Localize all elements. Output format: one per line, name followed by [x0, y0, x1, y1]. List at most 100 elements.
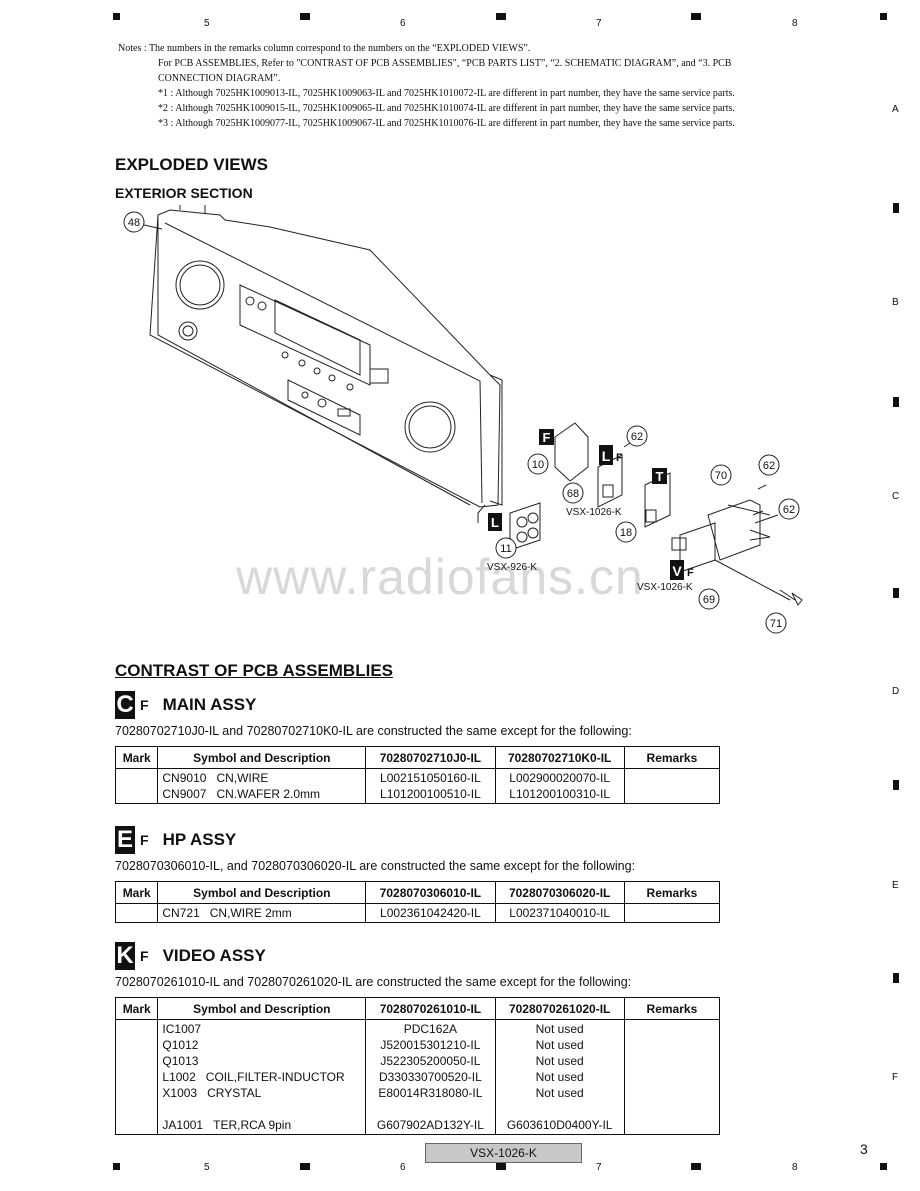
part-number: L002900020070-IL [509, 771, 611, 785]
col-remarks: Remarks [623, 746, 721, 769]
contrast-title: CONTRAST OF PCB ASSEMBLIES [115, 661, 393, 680]
row-letter: B [892, 297, 899, 308]
exploded-diagram: 48 10 62 68 70 62 62 18 11 69 71 F L F T… [123, 205, 803, 634]
badge-f: F [543, 430, 551, 445]
description: CRYSTAL [207, 1086, 262, 1100]
symbol: IC1007 [162, 1022, 202, 1036]
callout-71: 71 [770, 618, 782, 630]
grid-mark [893, 780, 899, 790]
watermark: www.radiofans.cn [236, 549, 644, 605]
grid-mark [691, 1163, 701, 1170]
symbol: L1002 [162, 1070, 196, 1084]
grid-mark [496, 1163, 506, 1170]
callout-62: 62 [763, 460, 775, 472]
symbol: JA1001 [162, 1118, 204, 1132]
left-knob [175, 260, 225, 310]
assy-f-mark: F [140, 697, 149, 713]
column-number: 7 [596, 18, 602, 29]
main-assy-table: Mark Symbol and Description 70280702710J… [114, 746, 721, 804]
notes-line: For PCB ASSEMBLIES, Refer to "CONTRAST O… [158, 58, 732, 69]
board-lf [597, 454, 623, 508]
video-assy-sentence: 7028070261010-IL and 7028070261020-IL ar… [115, 975, 632, 989]
row-letter: D [892, 686, 900, 697]
table-row: CN9010 CN,WIRE CN9007 CN.WAFER 2.0mm L00… [114, 768, 721, 804]
table-row: CN721 CN,WIRE 2mm L002361042420-IL L0023… [114, 903, 721, 923]
board-l [509, 502, 541, 551]
hp-assy-header: E F HP ASSY [115, 825, 236, 855]
callout-62: 62 [783, 504, 795, 516]
grid-mark [300, 13, 310, 20]
column-number: 6 [400, 1162, 406, 1173]
grid-mark [880, 1163, 887, 1170]
col-part-b: 7028070306020-IL [494, 881, 625, 904]
notes-line: *1 : Although 7025HK1009013-IL, 7025HK10… [158, 88, 735, 99]
column-number: 6 [400, 18, 406, 29]
part-number: G603610D0400Y-IL [506, 1118, 613, 1132]
row-letter: C [892, 491, 900, 502]
badge-f-label: F [616, 452, 623, 464]
col-part-b: 70280702710K0-IL [494, 746, 625, 769]
display-window [239, 284, 371, 386]
notes-line: CONNECTION DIAGRAM”. [158, 73, 281, 84]
col-part-a: 7028070306010-IL [365, 881, 496, 904]
callout-68: 68 [567, 488, 579, 500]
badge-t: T [656, 469, 664, 484]
column-number: 5 [204, 1162, 210, 1173]
part-number: Not used [535, 1038, 584, 1052]
assy-f-mark: F [140, 948, 149, 964]
grid-mark [880, 13, 887, 20]
col-remarks: Remarks [623, 997, 721, 1020]
grid-mark [893, 973, 899, 983]
column-number: 8 [792, 1162, 798, 1173]
connector-71 [791, 592, 803, 606]
assy-badge-c: C [115, 691, 135, 719]
notes-block: Notes : The numbers in the remarks colum… [118, 41, 858, 131]
part-number: D330330700520-IL [379, 1070, 482, 1084]
assy-badge-k: K [115, 942, 135, 970]
notes-lead: Notes : [118, 43, 147, 54]
model-label: VSX-1026-K [637, 582, 693, 593]
hp-assy-table: Mark Symbol and Description 702807030601… [114, 881, 721, 923]
grid-mark [113, 1163, 120, 1170]
column-number: 8 [792, 18, 798, 29]
col-part-a: 70280702710J0-IL [365, 746, 496, 769]
main-assy-header: C F MAIN ASSY [115, 690, 256, 720]
col-mark: Mark [114, 746, 159, 769]
front-panel-outline [149, 209, 501, 508]
hp-assy-sentence: 7028070306010-IL, and 7028070306020-IL a… [115, 859, 636, 873]
board-f [554, 422, 589, 482]
grid-mark [113, 13, 120, 20]
col-part-a: 7028070261010-IL [365, 997, 496, 1020]
model-label: VSX-926-K [487, 562, 537, 573]
col-symbol: Symbol and Description [157, 997, 367, 1020]
description: CN,WIRE [216, 771, 269, 785]
grid-mark [300, 1163, 310, 1170]
column-number: 7 [596, 1162, 602, 1173]
video-assy-header: K F VIDEO ASSY [115, 941, 266, 971]
description: TER,RCA 9pin [213, 1118, 292, 1132]
part-number: L101200100310-IL [509, 787, 611, 801]
part-number: G607902AD132Y-IL [376, 1118, 484, 1132]
part-number: L002371040010-IL [494, 903, 625, 923]
col-symbol: Symbol and Description [157, 746, 367, 769]
symbol: CN721 [162, 906, 200, 920]
notes-line: *2 : Although 7025HK1009015-IL, 7025HK10… [158, 103, 735, 114]
main-assy-sentence: 70280702710J0-IL and 70280702710K0-IL ar… [115, 724, 632, 738]
table-row: IC1007 Q1012 Q1013 L1002 COIL,FILTER-IND… [114, 1019, 721, 1135]
part-number: Not used [535, 1070, 584, 1084]
row-letter: A [892, 104, 899, 115]
assy-f-mark: F [140, 832, 149, 848]
badge-f-label: F [687, 567, 694, 579]
badge-v: V [672, 563, 682, 579]
badge-l: L [491, 515, 499, 530]
col-mark: Mark [114, 881, 159, 904]
description: CN.WAFER 2.0mm [216, 787, 320, 801]
symbol: CN9007 [162, 787, 207, 801]
part-number: L002361042420-IL [365, 903, 496, 923]
symbol: X1003 [162, 1086, 198, 1100]
callout-48: 48 [128, 217, 140, 229]
part-number: L101200100510-IL [380, 787, 481, 801]
hp-assy-title: HP ASSY [162, 830, 237, 849]
grid-mark [496, 13, 506, 20]
part-number: Not used [535, 1086, 584, 1100]
